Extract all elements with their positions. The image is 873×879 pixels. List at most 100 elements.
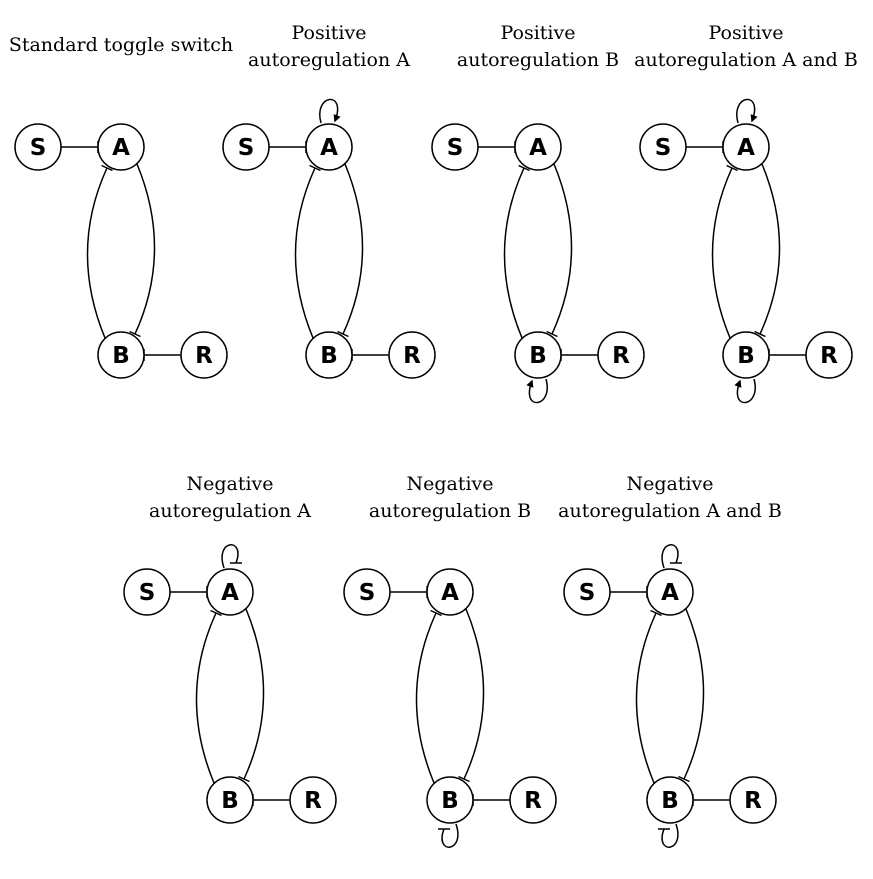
node-a-circle <box>646 568 694 616</box>
panel-title-line: Negative <box>626 473 713 495</box>
edge-s-represses-a <box>478 141 516 153</box>
node-s: S <box>431 123 479 171</box>
node-b-label: B <box>737 343 755 369</box>
node-b-label: B <box>441 788 459 814</box>
panel-title-line: autoregulation B <box>369 500 531 522</box>
panel-title-line: Negative <box>406 473 493 495</box>
b-negative-autoregulation-loop <box>438 823 459 848</box>
node-a-circle <box>426 568 474 616</box>
node-r-circle <box>597 331 645 379</box>
panel-title: Negative autoregulation B <box>369 473 531 522</box>
node-b-circle <box>722 331 770 379</box>
edge-a-represses-b <box>337 163 364 338</box>
node-a-label: A <box>320 135 338 161</box>
node-r-label: R <box>744 788 762 814</box>
panel-title-line: autoregulation A <box>149 500 311 522</box>
panel-title-line: autoregulation A and B <box>634 49 858 71</box>
node-b-label: B <box>320 343 338 369</box>
edge-s-represses-a <box>170 586 208 598</box>
node-s-label: S <box>579 580 596 606</box>
node-b: B <box>97 331 145 379</box>
node-r-circle <box>388 331 436 379</box>
node-r: R <box>388 331 436 379</box>
node-r: R <box>509 776 557 824</box>
edge-r-represses-b <box>472 794 510 806</box>
node-b-circle <box>97 331 145 379</box>
node-r: R <box>180 331 228 379</box>
panel-title-line: Positive <box>292 22 367 44</box>
edge-b-represses-a <box>503 164 530 339</box>
node-a-circle <box>514 123 562 171</box>
panel-title: Standard toggle switch <box>9 34 233 56</box>
edge-r-represses-b <box>143 349 181 361</box>
edge-b-represses-a <box>635 609 662 784</box>
node-s-label: S <box>447 135 464 161</box>
node-a-label: A <box>441 580 459 606</box>
node-s-circle <box>14 123 62 171</box>
node-s-label: S <box>238 135 255 161</box>
node-r-label: R <box>195 343 213 369</box>
node-r-circle <box>289 776 337 824</box>
node-r-circle <box>509 776 557 824</box>
edge-r-represses-b <box>768 349 806 361</box>
node-s-circle <box>563 568 611 616</box>
panel-title-line: autoregulation B <box>457 49 619 71</box>
node-a: A <box>646 568 694 616</box>
node-b-circle <box>646 776 694 824</box>
edge-s-represses-a <box>269 141 307 153</box>
node-a-circle <box>97 123 145 171</box>
node-a: A <box>97 123 145 171</box>
node-b-circle <box>426 776 474 824</box>
node-s-label: S <box>359 580 376 606</box>
node-s-circle <box>222 123 270 171</box>
node-a-label: A <box>529 135 547 161</box>
node-s-label: S <box>139 580 156 606</box>
edge-s-represses-a <box>61 141 99 153</box>
node-s-label: S <box>655 135 672 161</box>
edge-r-represses-b <box>252 794 290 806</box>
node-r-label: R <box>820 343 838 369</box>
node-r-label: R <box>304 788 322 814</box>
node-b: B <box>722 331 770 379</box>
edge-a-represses-b <box>678 608 705 783</box>
node-b-label: B <box>661 788 679 814</box>
node-r-circle <box>729 776 777 824</box>
a-positive-autoregulation-loop <box>319 98 341 124</box>
a-negative-autoregulation-loop <box>661 544 682 569</box>
node-a: A <box>426 568 474 616</box>
node-a-circle <box>305 123 353 171</box>
node-a: A <box>722 123 770 171</box>
edge-a-represses-b <box>546 163 573 338</box>
node-s: S <box>222 123 270 171</box>
node-s: S <box>639 123 687 171</box>
node-b-circle <box>206 776 254 824</box>
panel-title-line: Standard toggle switch <box>9 34 233 56</box>
node-a-label: A <box>112 135 130 161</box>
node-r-circle <box>180 331 228 379</box>
node-s: S <box>343 568 391 616</box>
edge-a-represses-b <box>754 163 781 338</box>
edge-r-represses-b <box>692 794 730 806</box>
node-b-label: B <box>112 343 130 369</box>
edge-a-represses-b <box>238 608 265 783</box>
node-a-circle <box>722 123 770 171</box>
node-b-label: B <box>221 788 239 814</box>
node-a: A <box>206 568 254 616</box>
panel-6: Negative autoregulation B S A B R <box>343 473 557 848</box>
edge-s-represses-a <box>686 141 724 153</box>
b-negative-autoregulation-loop <box>658 823 679 848</box>
node-a-label: A <box>737 135 755 161</box>
edge-b-represses-a <box>86 164 113 339</box>
b-positive-autoregulation-loop <box>734 378 756 404</box>
a-negative-autoregulation-loop <box>221 544 242 569</box>
node-b-label: B <box>529 343 547 369</box>
node-b: B <box>646 776 694 824</box>
node-r: R <box>289 776 337 824</box>
